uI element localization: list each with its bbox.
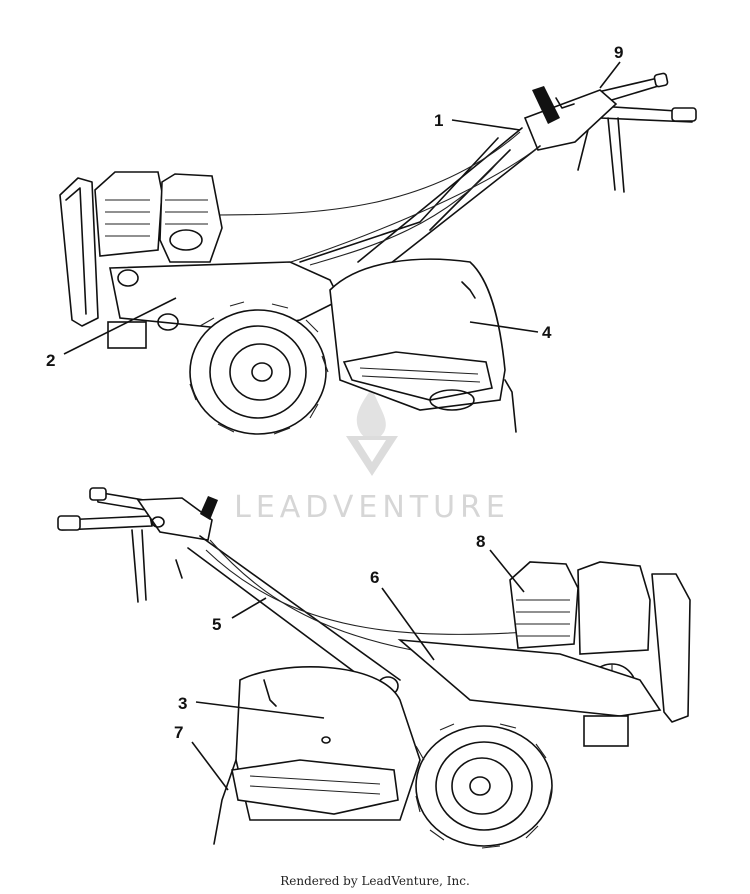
leader-line-3 — [195, 701, 325, 719]
watermark: LEADVENTURE — [234, 388, 510, 525]
callout-2: 2 — [46, 297, 177, 370]
callout-7-number: 7 — [174, 723, 183, 742]
callout-6: 6 — [370, 568, 435, 661]
callout-2-number: 2 — [46, 351, 55, 370]
callout-7: 7 — [174, 723, 229, 791]
leader-line-2 — [63, 297, 177, 355]
callout-1-number: 1 — [434, 111, 443, 130]
callout-9-number: 9 — [614, 43, 623, 62]
footer-credit: Rendered by LeadVenture, Inc. — [280, 874, 470, 888]
watermark-text: LEADVENTURE — [234, 490, 510, 525]
callout-8-number: 8 — [476, 532, 485, 551]
callout-9: 9 — [599, 43, 623, 89]
callout-3: 3 — [178, 694, 325, 719]
leader-line-1 — [451, 119, 521, 131]
callout-5-number: 5 — [212, 615, 221, 634]
tiller-bottom-view — [57, 487, 691, 849]
leader-line-8 — [489, 549, 525, 593]
callout-3-number: 3 — [178, 694, 187, 713]
callout-5: 5 — [212, 597, 267, 634]
leader-line-9 — [599, 61, 621, 89]
callout-6-number: 6 — [370, 568, 379, 587]
callout-1: 1 — [434, 111, 521, 131]
leader-line-5 — [231, 597, 267, 619]
watermark-v-icon — [346, 436, 398, 476]
leader-line-6 — [381, 587, 435, 661]
callout-8: 8 — [476, 532, 525, 593]
callouts: 1 2 3 4 5 6 7 8 — [46, 43, 623, 791]
callout-4-number: 4 — [542, 323, 552, 342]
watermark-flame-icon — [356, 388, 386, 440]
callout-4: 4 — [469, 321, 552, 342]
leader-line-7 — [191, 741, 229, 791]
tiller-top-view — [59, 72, 697, 435]
leader-line-4 — [469, 321, 539, 333]
